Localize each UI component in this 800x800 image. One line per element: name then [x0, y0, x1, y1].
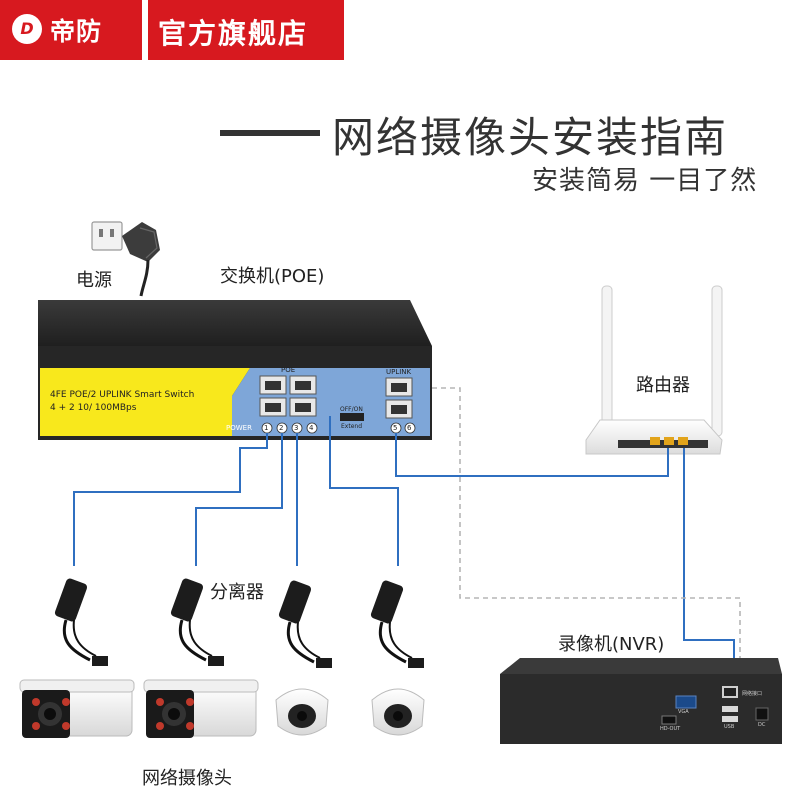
switch-power-label: POWER [226, 424, 252, 432]
label-switch: 交换机(POE) [220, 266, 325, 287]
port-number-2: 2 [279, 424, 284, 432]
label-router: 路由器 [636, 375, 690, 396]
uplink-ports-label: UPLINK [386, 368, 412, 376]
label-nvr: 录像机(NVR) [558, 634, 665, 655]
label-power: 电源 [76, 270, 112, 291]
page-subtitle: 安装简易 一目了然 [532, 166, 758, 196]
switch-spec-text: 4 + 2 10/ 100MBps [50, 403, 137, 413]
nvr-recorder [500, 658, 782, 744]
switch-model-text: 4FE POE/2 UPLINK Smart Switch [50, 390, 195, 400]
port-number-4: 4 [309, 424, 314, 432]
power-adapter-icon [91, 221, 160, 297]
brand-logo[interactable]: D 帝防 [0, 0, 142, 60]
nvr-usb-label: USB [724, 724, 735, 730]
poe-switch [38, 300, 432, 440]
switch-extend-label: Extend [341, 423, 362, 430]
switch-offon-label: OFF/ON [340, 406, 363, 413]
label-camera: 网络摄像头 [142, 768, 232, 789]
poe-splitters [54, 578, 424, 668]
port-number-3: 3 [294, 424, 299, 432]
port-number-1: 1 [264, 424, 269, 432]
page-title: 网络摄像头安装指南 [332, 113, 729, 162]
poe-ports-label: POE [281, 366, 296, 374]
logo-mark-icon: D [12, 14, 42, 44]
port-number-5: 5 [393, 424, 398, 432]
official-store-badge[interactable]: 官方旗舰店 [148, 0, 344, 60]
nvr-lan-label: 网络接口 [742, 691, 763, 697]
bullet-cameras [19, 679, 259, 738]
nvr-dc-label: DC [758, 722, 766, 728]
router [585, 285, 723, 455]
dome-cameras [275, 688, 425, 736]
nvr-vga-label: VGA [678, 709, 689, 715]
label-splitter: 分离器 [210, 582, 264, 603]
title-rule [220, 130, 320, 136]
port-number-6: 6 [407, 424, 412, 432]
nvr-hdout-label: HD-OUT [660, 726, 681, 732]
brand-name: 帝防 [50, 17, 103, 46]
